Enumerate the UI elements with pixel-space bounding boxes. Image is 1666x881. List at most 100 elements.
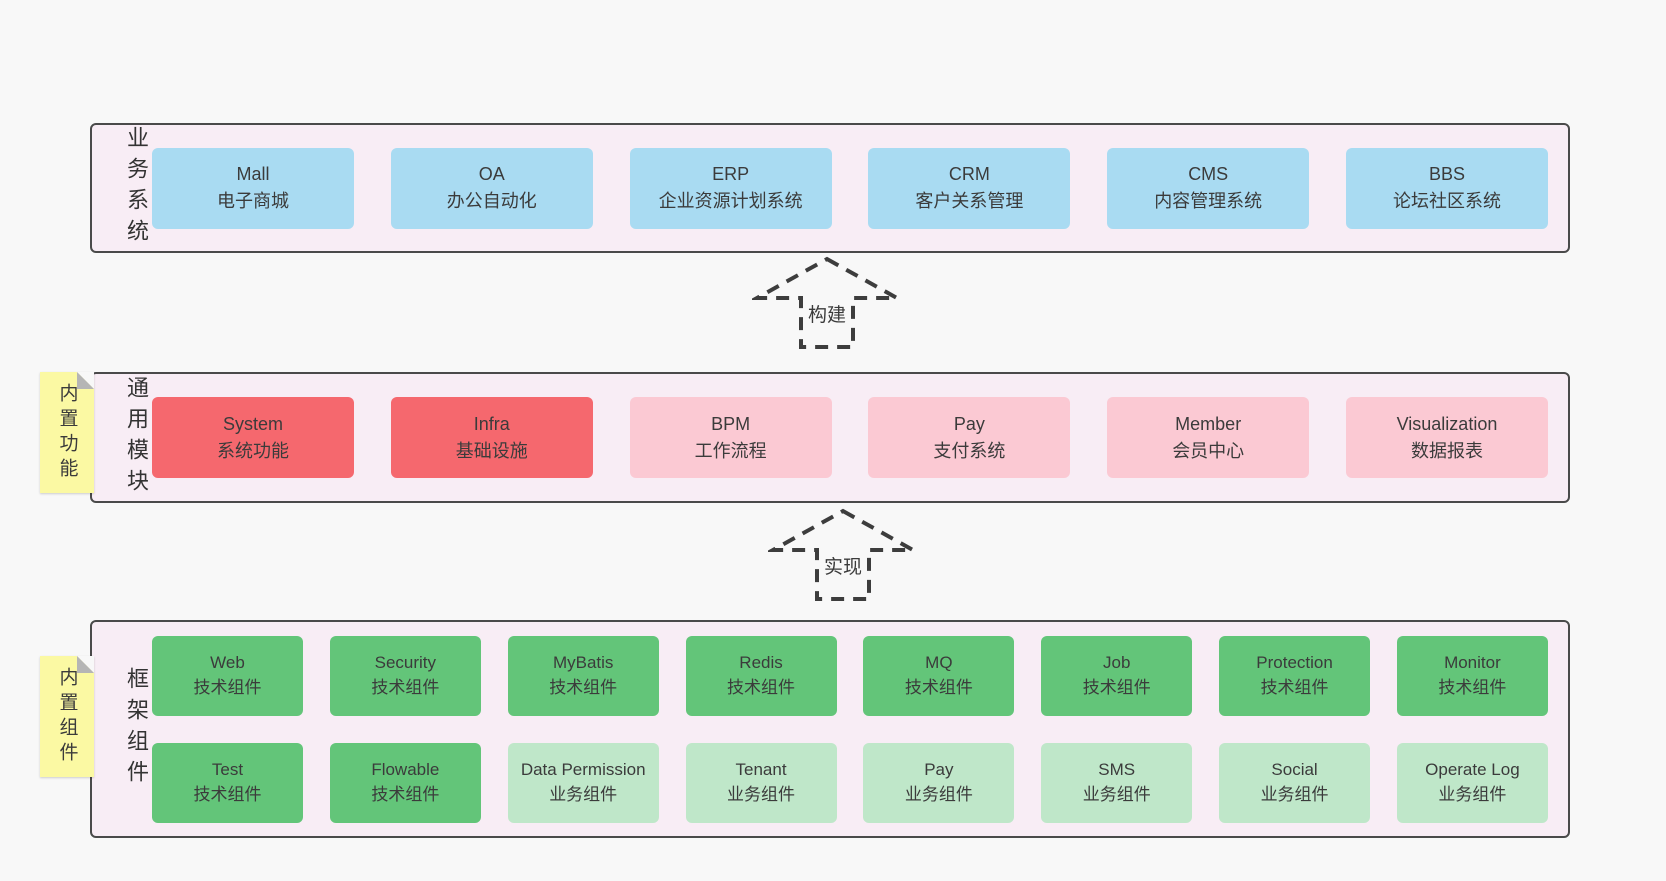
box-subtitle: 基础设施 xyxy=(455,440,528,461)
box-web: Web 技术组件 xyxy=(152,635,303,716)
box-title: SMS xyxy=(1098,760,1136,780)
box-subtitle: 技术组件 xyxy=(904,677,973,697)
box-title: Security xyxy=(374,653,437,673)
box-subtitle: 会员中心 xyxy=(1172,440,1245,461)
box-title: Tenant xyxy=(735,760,787,780)
arrow-build: 构建 xyxy=(752,255,902,351)
box-subtitle: 技术组件 xyxy=(371,784,440,804)
box-sms: SMS 业务组件 xyxy=(1041,742,1193,823)
box-title: Infra xyxy=(473,413,510,434)
arrow-implement: 实现 xyxy=(768,507,918,603)
box-title: Social xyxy=(1271,760,1318,780)
box-title: OA xyxy=(478,164,505,184)
box-subtitle: 业务组件 xyxy=(1082,784,1151,804)
box-title: Operate Log xyxy=(1425,760,1520,780)
band-label-components: 框架组件 xyxy=(124,667,149,791)
box-subtitle: 工作流程 xyxy=(694,440,767,461)
box-subtitle: 客户关系管理 xyxy=(915,191,1024,211)
arrow-implement-label: 实现 xyxy=(820,551,866,580)
box-visualization: Visualization 数据报表 xyxy=(1345,397,1548,478)
box-subtitle: 技术组件 xyxy=(1438,677,1507,697)
box-subtitle: 技术组件 xyxy=(371,677,440,697)
box-security: Security 技术组件 xyxy=(329,635,481,716)
box-member: Member 会员中心 xyxy=(1107,397,1310,478)
box-subtitle: 技术组件 xyxy=(549,677,618,697)
box-title: Test xyxy=(211,760,244,780)
box-subtitle: 技术组件 xyxy=(193,784,262,804)
box-title: BPM xyxy=(711,413,751,434)
box-pay: Pay 业务组件 xyxy=(863,742,1015,823)
box-title: Monitor xyxy=(1444,653,1501,673)
box-title: Member xyxy=(1175,413,1242,434)
sticky-note-built-in-components: 内置组件 xyxy=(40,656,94,777)
box-subtitle: 业务组件 xyxy=(904,784,973,804)
box-subtitle: 支付系统 xyxy=(933,440,1006,461)
box-system: System 系统功能 xyxy=(152,397,354,478)
box-title: Flowable xyxy=(371,760,440,780)
box-cms: CMS 内容管理系统 xyxy=(1107,147,1310,229)
band-label-business: 业务系统 xyxy=(124,126,149,250)
box-subtitle: 业务组件 xyxy=(549,784,618,804)
box-title: CMS xyxy=(1188,164,1229,184)
box-title: Protection xyxy=(1256,653,1333,673)
box-subtitle: 电子商城 xyxy=(217,191,289,211)
box-subtitle: 数据报表 xyxy=(1410,440,1483,461)
box-operate-log: Operate Log 业务组件 xyxy=(1396,742,1548,823)
box-title: MyBatis xyxy=(552,653,614,673)
box-title: Mall xyxy=(236,164,270,184)
box-subtitle: 系统功能 xyxy=(217,440,289,461)
dashed-up-arrow-icon xyxy=(768,508,918,601)
box-subtitle: 技术组件 xyxy=(193,677,262,697)
box-title: Job xyxy=(1103,653,1131,673)
box-subtitle: 企业资源计划系统 xyxy=(658,191,803,211)
box-title: MQ xyxy=(925,653,953,673)
box-oa: OA 办公自动化 xyxy=(390,147,593,229)
box-title: Pay xyxy=(924,760,954,780)
box-subtitle: 内容管理系统 xyxy=(1154,191,1263,211)
box-protection: Protection 技术组件 xyxy=(1219,635,1371,716)
box-subtitle: 技术组件 xyxy=(1260,677,1329,697)
box-title: Web xyxy=(210,653,245,673)
box-subtitle: 论坛社区系统 xyxy=(1392,191,1501,211)
box-title: ERP xyxy=(712,164,750,184)
box-subtitle: 业务组件 xyxy=(727,784,796,804)
box-subtitle: 业务组件 xyxy=(1438,784,1507,804)
box-tenant: Tenant 业务组件 xyxy=(685,742,837,823)
box-subtitle: 业务组件 xyxy=(1260,784,1329,804)
box-test: Test 技术组件 xyxy=(152,742,303,823)
box-subtitle: 办公自动化 xyxy=(446,191,537,211)
sticky-note-built-in-functions: 内置功能 xyxy=(40,372,94,493)
box-title: System xyxy=(222,413,283,434)
box-title: CRM xyxy=(948,164,990,184)
box-subtitle: 技术组件 xyxy=(727,677,796,697)
box-redis: Redis 技术组件 xyxy=(685,635,837,716)
sticky-functions-label: 内置功能 xyxy=(56,382,78,483)
arrow-build-label: 构建 xyxy=(804,299,850,328)
dashed-up-arrow-icon xyxy=(752,256,902,349)
box-mybatis: MyBatis 技术组件 xyxy=(507,635,659,716)
box-flowable: Flowable 技术组件 xyxy=(329,742,481,823)
box-data-permission: Data Permission 业务组件 xyxy=(507,742,659,823)
box-infra: Infra 基础设施 xyxy=(390,397,593,478)
box-bpm: BPM 工作流程 xyxy=(629,397,832,478)
box-social: Social 业务组件 xyxy=(1219,742,1371,823)
box-monitor: Monitor 技术组件 xyxy=(1396,635,1548,716)
box-title: Redis xyxy=(739,653,783,673)
band-label-modules: 通用模块 xyxy=(124,375,149,500)
box-mall: Mall 电子商城 xyxy=(152,147,354,229)
sticky-components-label: 内置组件 xyxy=(56,666,78,767)
band-business-systems: 业务系统 Mall 电子商城 OA 办公自动化 ERP 企业资源计划系统 CRM 客户关系管理… xyxy=(90,123,1570,253)
box-erp: ERP 企业资源计划系统 xyxy=(629,147,832,229)
box-title: Data Permission xyxy=(520,760,646,780)
business-systems-boxes: Mall 电子商城 OA 办公自动化 ERP 企业资源计划系统 CRM 客户关系管理 CMS 内容… xyxy=(152,147,1548,229)
box-title: Visualization xyxy=(1396,413,1498,434)
box-mq: MQ 技术组件 xyxy=(863,635,1015,716)
